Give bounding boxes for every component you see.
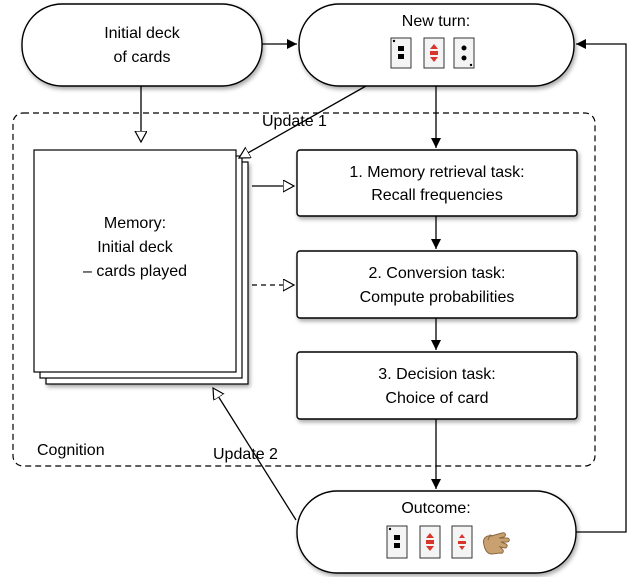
outcome-node: Outcome: — [296, 490, 577, 574]
edge-update2 — [213, 388, 297, 521]
memory-retrieval-task-node: 1. Memory retrieval task: Recall frequen… — [296, 149, 578, 217]
decision-task-node: 3. Decision task: Choice of card — [296, 351, 578, 420]
memory-retrieval-line1: 1. Memory retrieval task: — [349, 164, 524, 181]
decision-line1: 3. Decision task: — [378, 366, 495, 383]
card-icon — [390, 37, 412, 69]
edge-outcome-to-newturn — [576, 39, 627, 533]
conversion-task-node: 2. Conversion task: Compute probabilitie… — [296, 250, 578, 319]
edge-update1 — [239, 85, 367, 158]
memory-line1: Memory: — [104, 215, 166, 232]
update2-label: Update 2 — [213, 446, 278, 463]
outcome-title: Outcome: — [401, 500, 470, 517]
cognition-region — [12, 112, 596, 467]
cognition-label: Cognition — [37, 442, 105, 459]
conversion-line2: Compute probabilities — [360, 289, 515, 306]
memory-line2: Initial deck — [97, 239, 174, 256]
hand-icon — [483, 532, 510, 555]
card-icon — [386, 525, 408, 559]
initial-deck-line1: Initial deck — [104, 25, 181, 42]
card-icon — [453, 37, 475, 69]
new-turn-title: New turn: — [402, 13, 470, 30]
update1-label: Update 1 — [262, 113, 327, 130]
card-icon — [419, 525, 441, 559]
initial-deck-line2: of cards — [114, 49, 171, 66]
decision-line2: Choice of card — [385, 390, 488, 407]
card-icon — [451, 525, 473, 559]
new-turn-node: New turn: — [298, 3, 575, 87]
memory-line3: – cards played — [83, 263, 187, 280]
card-icon — [423, 37, 445, 69]
initial-deck-node: Initial deck of cards — [21, 3, 263, 87]
memory-node: Memory: Initial deck – cards played — [33, 149, 249, 385]
memory-retrieval-line2: Recall frequencies — [371, 187, 503, 204]
conversion-line1: 2. Conversion task: — [369, 265, 506, 282]
